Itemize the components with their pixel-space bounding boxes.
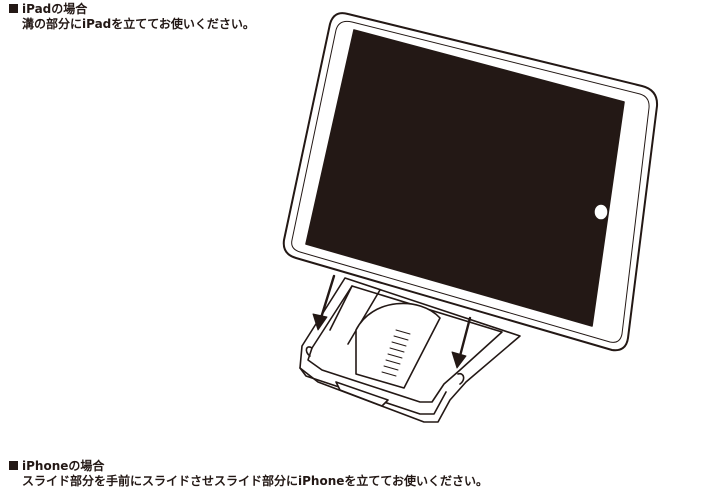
stand-hook-right (457, 372, 465, 385)
slide-rail-right (347, 289, 381, 345)
slide-rail-left (329, 285, 353, 331)
arrow-right-head (451, 351, 467, 369)
ipad-heading-text: iPadの場合 (22, 2, 88, 16)
arrow-left-head (312, 313, 328, 331)
iphone-heading-text: iPhoneの場合 (22, 459, 105, 473)
ipad-section-body: 溝の部分にiPadを立ててお使いください。 (22, 17, 255, 31)
ipad (282, 12, 659, 352)
slide-grip-plate (355, 302, 441, 389)
arrow-right-shaft (458, 316, 472, 358)
ipad-section-heading: iPadの場合 (9, 2, 87, 16)
grip-ridges (381, 329, 411, 377)
square-bullet-icon (9, 4, 18, 13)
stand-front-notch (335, 381, 389, 407)
insertion-arrows (312, 274, 472, 369)
home-button-icon (593, 203, 609, 221)
iphone-section-body: スライド部分を手前にスライドさせスライド部分にiPhoneを立ててお使いください… (22, 474, 489, 488)
stand-hook-left (305, 346, 313, 357)
stand-front-edge (299, 367, 447, 415)
stand (299, 277, 521, 423)
ipad-on-stand-illustration (282, 12, 659, 423)
arrow-left-shaft (319, 274, 336, 320)
ipad-inner-edge (291, 20, 650, 343)
iphone-section-heading: iPhoneの場合 (9, 459, 104, 473)
ipad-screen (305, 29, 625, 327)
square-bullet-icon (9, 461, 18, 470)
